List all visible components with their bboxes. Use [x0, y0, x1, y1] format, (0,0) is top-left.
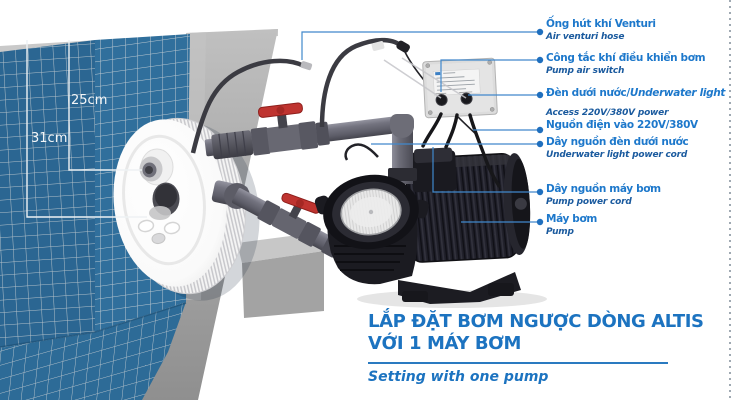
air-hose	[319, 37, 404, 128]
callout-label: Nguồn điện vào 220V/380V	[546, 119, 698, 132]
measure-31cm-line	[26, 40, 147, 218]
pipe-coupling	[211, 130, 254, 160]
callout-label: Máy bơm	[546, 213, 597, 225]
callout-underwater-light: Đèn dưới nước/ Underwater light	[546, 87, 726, 100]
light-power-cord	[344, 143, 379, 161]
tiled-pool-floor	[0, 302, 186, 400]
callout-label: Đèn dưới nước/	[546, 87, 630, 99]
callout-sublabel: Pump power cord	[546, 196, 632, 207]
dotted-right-border	[729, 0, 731, 400]
title-line-1: LẮP ĐẶT BƠM NGƯỢC DÒNG ALTIS	[368, 311, 704, 332]
callout-access-power: Access 220V/380V power Nguồn điện vào 22…	[546, 108, 698, 132]
hose-tip	[300, 61, 313, 71]
callout-sublabel: Pump air switch	[546, 65, 625, 76]
diagram-title: LẮP ĐẶT BƠM NGƯỢC DÒNG ALTIS VỚI 1 MÁY B…	[368, 311, 704, 354]
callout-air-venturi-hose: Ống hút khí Venturi Air venturi hose	[546, 18, 656, 42]
callout-lines	[301, 31, 540, 223]
callout-sublabel: Air venturi hose	[546, 31, 625, 42]
diagram-subtitle: Setting with one pump	[368, 369, 549, 385]
callout-pump: Máy bơm Pump	[546, 213, 597, 237]
callout-bullets	[536, 28, 544, 226]
measurement-31cm: 31cm	[31, 131, 68, 146]
return-pipe	[204, 102, 401, 160]
measurement-lines	[26, 40, 147, 218]
tiled-side-wall	[0, 40, 95, 348]
fixture-button	[137, 219, 155, 233]
callout-pump-air-switch: Công tắc khí điều khiển bơm Pump air swi…	[546, 52, 706, 76]
title-underline	[368, 362, 668, 364]
callout-label: Dây nguồn đèn dưới nước	[546, 136, 689, 148]
callout-label: Dây nguồn máy bơm	[546, 183, 661, 195]
fixture-button	[151, 232, 166, 245]
callout-label-en: Underwater light	[629, 87, 726, 99]
air-tube	[401, 57, 467, 99]
power-cables	[421, 112, 501, 188]
callout-light-power-cord: Dây nguồn đèn dưới nước Underwater light…	[546, 136, 689, 160]
suction-pipe	[211, 180, 360, 264]
underwater-light-fixture	[113, 117, 260, 301]
air-tube	[383, 59, 442, 99]
title-line-2: VỚI 1 MÁY BƠM	[368, 332, 521, 354]
fixture-button	[163, 221, 181, 235]
callout-pump-power-cord: Dây nguồn máy bơm Pump power cord	[546, 183, 661, 207]
callout-prelabel: Access 220V/380V power	[546, 108, 669, 118]
callout-sublabel: Pump	[546, 226, 574, 237]
measure-25cm-line	[68, 40, 142, 171]
callout-label: Ống hút khí Venturi	[546, 18, 656, 30]
callout-sublabel: Underwater light power cord	[546, 149, 688, 160]
air-hose	[190, 58, 306, 154]
air-hoses	[190, 37, 479, 161]
ball-valve	[266, 124, 303, 153]
callout-label: Công tắc khí điều khiển bơm	[546, 52, 706, 64]
measurement-25cm: 25cm	[71, 93, 108, 108]
pump-base	[398, 272, 521, 304]
pump	[314, 114, 547, 308]
box-label-sticker	[432, 68, 481, 96]
